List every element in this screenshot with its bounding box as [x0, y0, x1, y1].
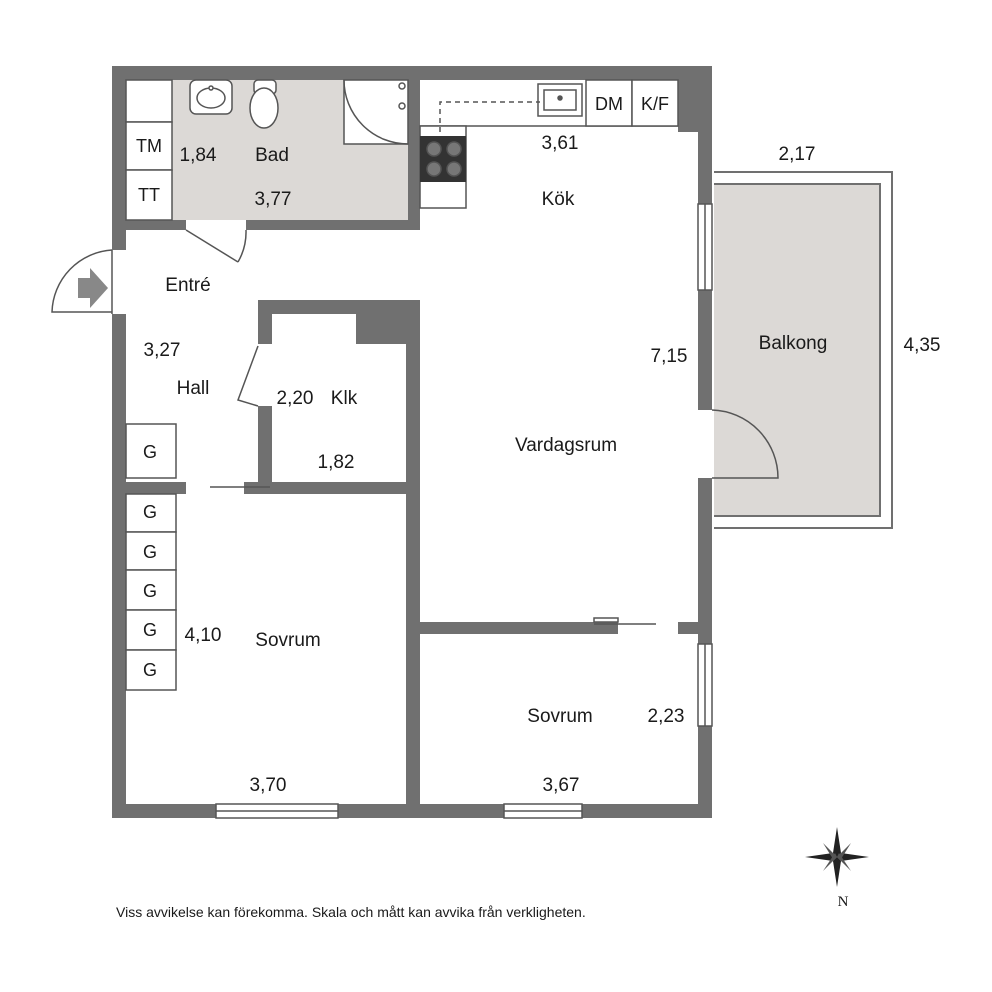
balkong-railing — [714, 171, 893, 529]
dim-sovrum-left-w: 3,70 — [250, 775, 287, 796]
room-bad: Bad — [255, 145, 289, 166]
dim-sovrum-right-l: 2,23 — [648, 706, 685, 727]
dim-hall-l: 3,27 — [144, 340, 181, 361]
room-entre: Entré — [165, 275, 210, 296]
label-kf: K/F — [641, 94, 669, 114]
label-wardrobe-6: G — [143, 660, 157, 680]
dim-balkong-l: 4,35 — [904, 335, 941, 356]
dim-vardagsrum-l: 7,15 — [651, 346, 688, 367]
compass-north-label: N — [838, 894, 849, 910]
doors — [51, 229, 779, 625]
dim-sovrum-left-l: 4,10 — [185, 625, 222, 646]
label-wardrobe-4: G — [143, 581, 157, 601]
dim-bad-l: 3,77 — [255, 189, 292, 210]
dim-sovrum-right-w: 3,67 — [543, 775, 580, 796]
room-hall: Hall — [177, 378, 210, 399]
stove-icon — [420, 136, 466, 182]
laundry-units — [125, 79, 173, 221]
entrance-arrow-icon — [78, 268, 108, 308]
dim-klk-w: 2,20 — [277, 388, 314, 409]
room-balkong: Balkong — [759, 333, 828, 354]
room-sovrum-right: Sovrum — [527, 706, 592, 727]
windows — [215, 203, 713, 819]
compass-icon — [805, 827, 869, 887]
shower-icon — [343, 79, 409, 145]
room-kok: Kök — [542, 189, 575, 210]
balkong-floor — [714, 184, 880, 516]
dim-bad-w: 1,84 — [180, 145, 217, 166]
dim-klk-l: 1,82 — [318, 452, 355, 473]
walls — [112, 66, 712, 818]
label-wardrobe-1: G — [143, 442, 157, 462]
label-wardrobe-3: G — [143, 542, 157, 562]
room-klk: Klk — [331, 388, 358, 409]
disclaimer: Viss avvikelse kan förekomma. Skala och … — [116, 904, 586, 920]
label-tt: TT — [138, 185, 160, 205]
room-sovrum-left: Sovrum — [255, 630, 320, 651]
bathroom-fixtures — [189, 79, 409, 145]
label-wardrobe-5: G — [143, 620, 157, 640]
balkong-railing-inner — [714, 183, 881, 517]
dim-balkong-w: 2,17 — [779, 144, 816, 165]
kitchen-fixtures — [419, 79, 679, 209]
wardrobes — [125, 423, 177, 691]
label-dm: DM — [595, 94, 623, 114]
dim-kok-w: 3,61 — [542, 133, 579, 154]
label-wardrobe-2: G — [143, 502, 157, 522]
room-vardagsrum: Vardagsrum — [515, 435, 617, 456]
label-tm: TM — [136, 136, 162, 156]
